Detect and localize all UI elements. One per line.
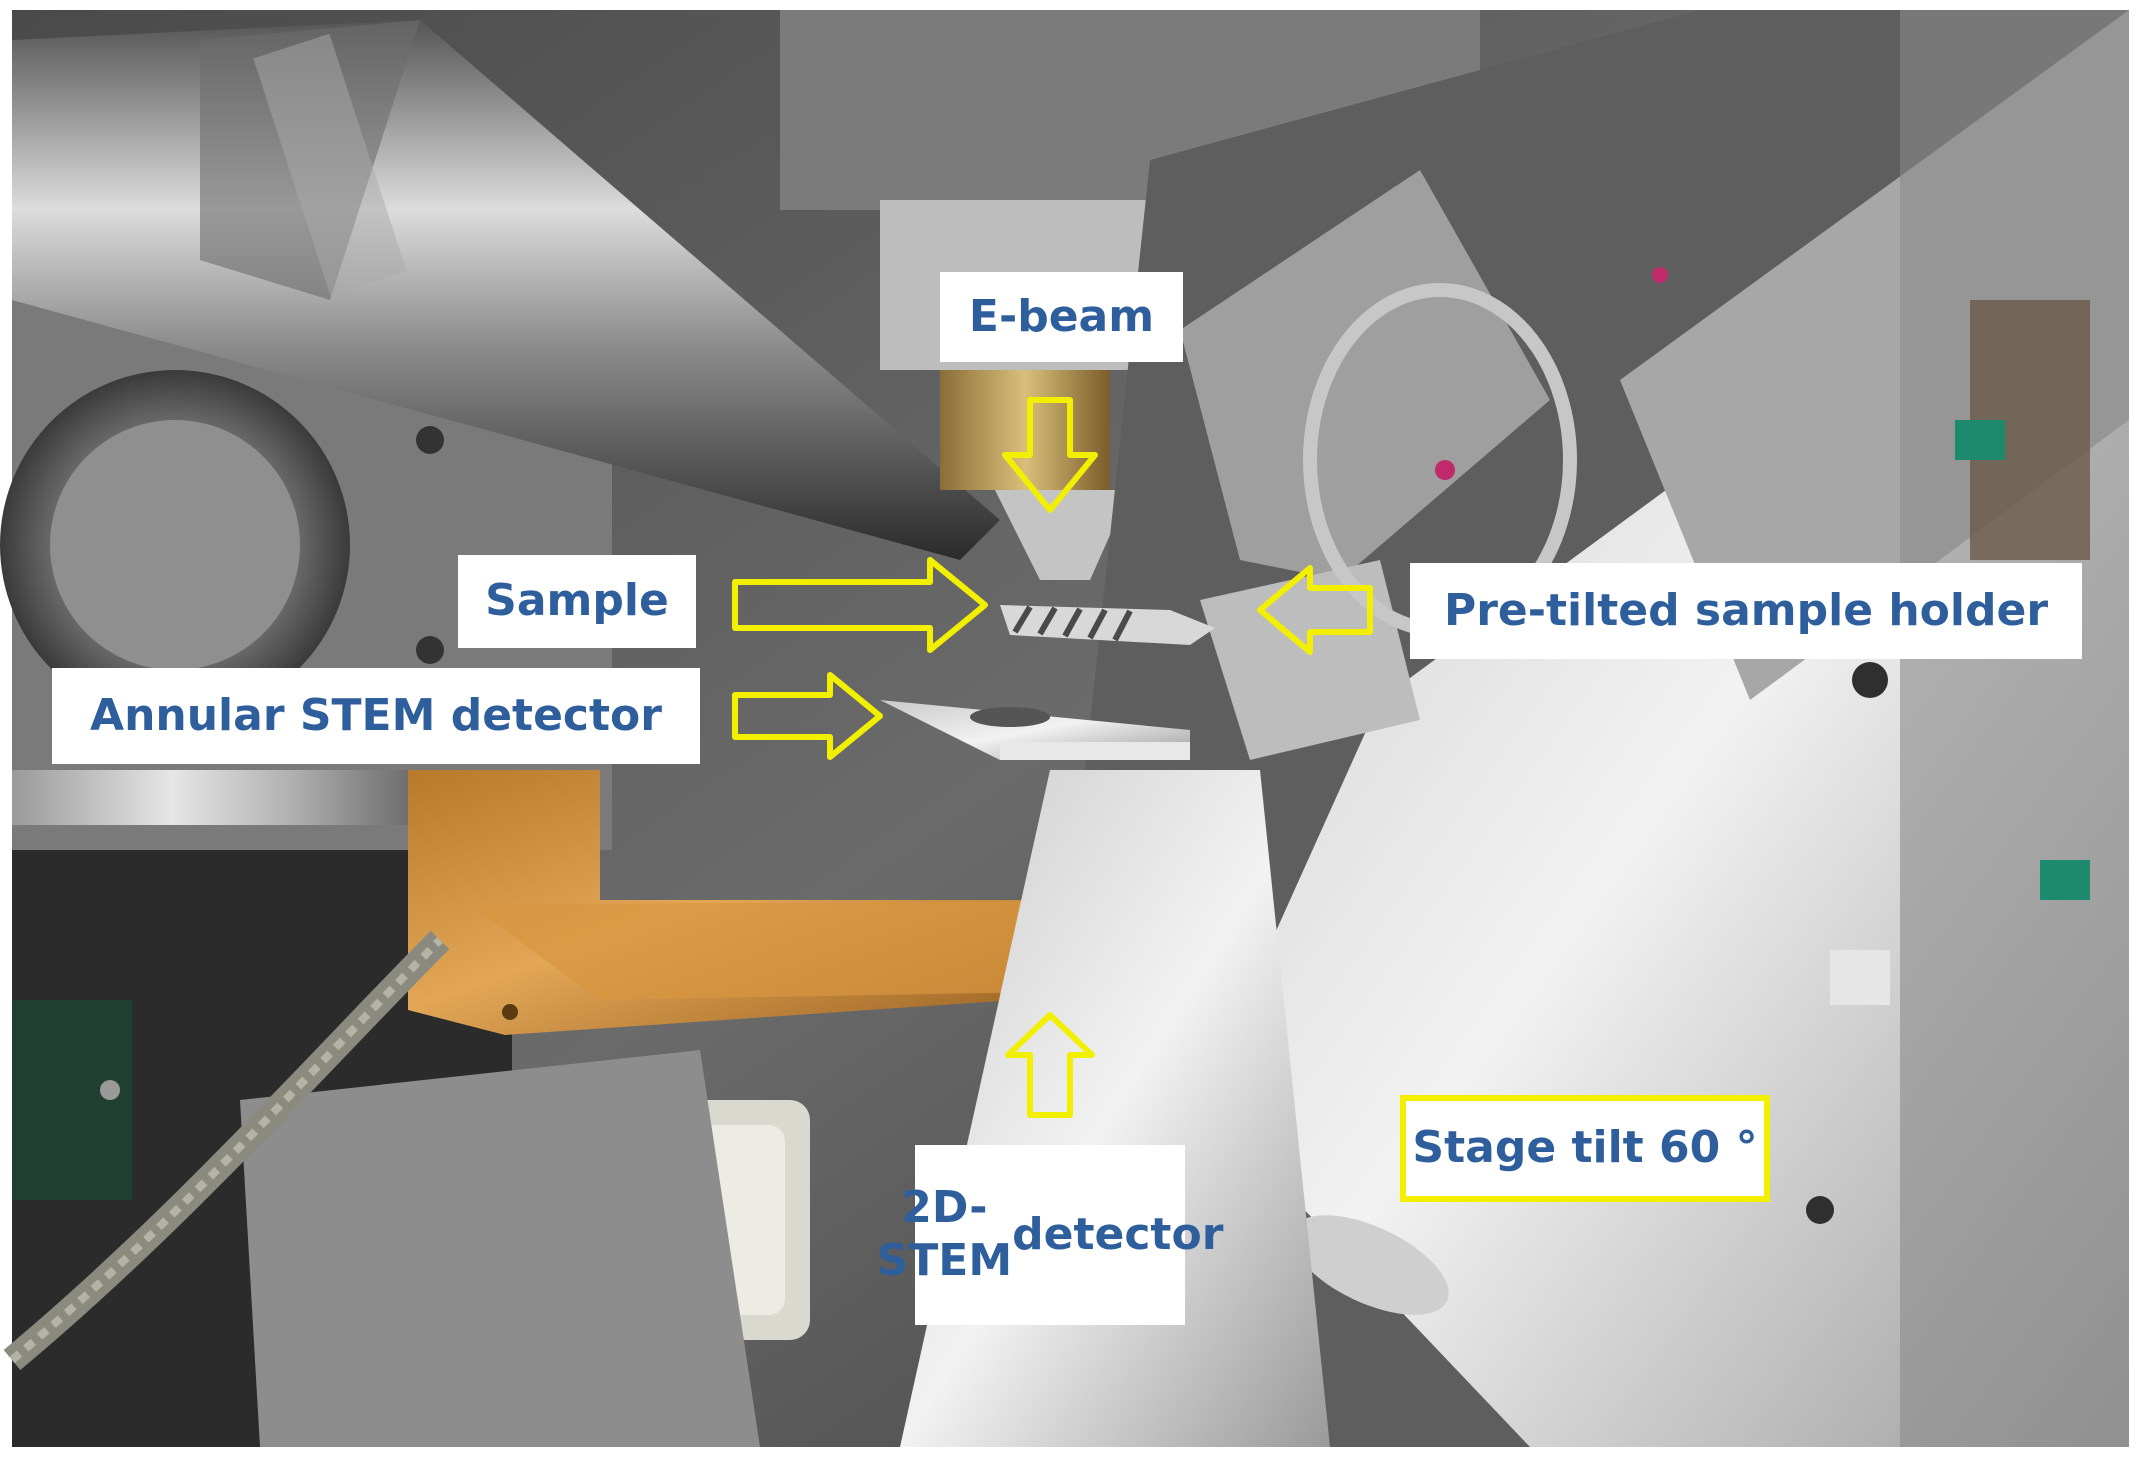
- holder-arrow: [1257, 565, 1373, 655]
- ebeam-arrow: [1002, 397, 1098, 513]
- annular-stem-detector-label: Annular STEM detector: [52, 668, 700, 764]
- 2d-stem-detector-label: 2D-STEM detector: [877, 1145, 1223, 1325]
- 2d-stem-detector-label-line1: 2D-STEM: [876, 1182, 1013, 1286]
- sample-arrow: [732, 557, 988, 653]
- stem2d-arrow: [1005, 1012, 1095, 1118]
- pre-tilted-sample-holder-label: Pre-tilted sample holder: [1410, 563, 2082, 659]
- 2d-stem-detector-label-line2: detector: [1012, 1208, 1224, 1260]
- sample-label: Sample: [458, 555, 696, 648]
- ebeam-label: E-beam: [940, 272, 1183, 362]
- stage-tilt-label: Stage tilt 60 °: [1400, 1095, 1770, 1202]
- annular-arrow: [732, 672, 883, 760]
